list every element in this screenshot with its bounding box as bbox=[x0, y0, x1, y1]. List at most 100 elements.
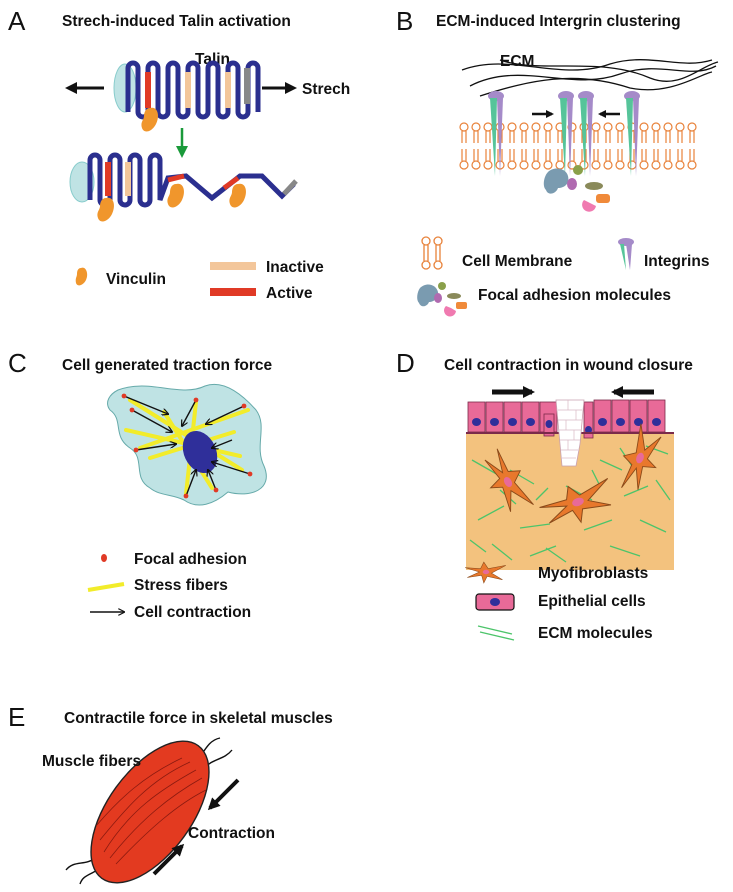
muscle-fibers-label: Muscle fibers bbox=[42, 753, 141, 770]
lipid bbox=[543, 122, 553, 170]
inactive-site bbox=[125, 162, 131, 196]
legend-epithelial: Epithelial cells bbox=[538, 593, 646, 610]
lipid bbox=[507, 122, 517, 170]
vinculin bbox=[167, 183, 184, 208]
epithelial-cell bbox=[485, 401, 504, 433]
legend-focal-adhesion: Focal adhesion bbox=[134, 551, 247, 568]
ecm-molecule bbox=[529, 545, 557, 557]
legend-vinculin: Vinculin bbox=[106, 271, 166, 288]
legend-ecm-molecules: ECM molecules bbox=[538, 625, 653, 642]
ecm-molecule bbox=[639, 519, 667, 533]
panel-a: A Strech-induced Talin activation Talin … bbox=[8, 6, 350, 302]
focal-adhesion-cluster bbox=[543, 165, 610, 212]
integrin bbox=[578, 91, 594, 176]
vinculin bbox=[141, 107, 158, 132]
ecm-label: ECM bbox=[500, 53, 534, 70]
lipid bbox=[519, 122, 529, 170]
epithelial-cell bbox=[593, 399, 612, 433]
legend-stress-swatch bbox=[87, 582, 125, 592]
lipid bbox=[603, 122, 613, 170]
panel-b-letter: B bbox=[396, 6, 413, 36]
integrins bbox=[488, 91, 640, 176]
panel-a-title: Strech-induced Talin activation bbox=[62, 13, 291, 30]
integrin bbox=[488, 91, 504, 176]
panel-d: D Cell contraction in wound closure Myo bbox=[396, 348, 693, 642]
lipid bbox=[675, 122, 685, 170]
ecm-molecule bbox=[609, 545, 641, 557]
lipid bbox=[591, 122, 601, 170]
epithelial-cell bbox=[647, 399, 666, 433]
legend-integrin-swatch bbox=[618, 238, 634, 270]
contraction-label: Contraction bbox=[188, 825, 275, 842]
panel-e-letter: E bbox=[8, 702, 25, 732]
legend-inactive: Inactive bbox=[266, 259, 324, 276]
legend-membrane: Cell Membrane bbox=[462, 253, 573, 270]
inactive-site bbox=[225, 72, 231, 108]
active-site bbox=[145, 72, 151, 108]
vinculin bbox=[229, 183, 246, 208]
lipid bbox=[615, 122, 625, 170]
myofibroblasts bbox=[484, 423, 662, 524]
legend-focal-swatch bbox=[101, 554, 107, 562]
lipid bbox=[639, 122, 649, 170]
panel-e: E Contractile force in skeletal muscles … bbox=[8, 702, 333, 885]
active-site bbox=[105, 162, 111, 196]
legend-active-swatch bbox=[210, 288, 256, 296]
talin-extended-rod bbox=[87, 152, 296, 208]
legend-membrane-swatch bbox=[421, 236, 443, 270]
panel-e-title: Contractile force in skeletal muscles bbox=[64, 710, 333, 727]
panel-c: C Cell generated traction force bbox=[8, 348, 273, 621]
lipid bbox=[651, 122, 661, 170]
legend-focal-swatch bbox=[417, 282, 467, 317]
ecm-molecule bbox=[535, 487, 549, 501]
ecm-molecule bbox=[491, 543, 513, 561]
vinculin bbox=[97, 197, 114, 222]
lipid bbox=[687, 122, 697, 170]
panel-d-title: Cell contraction in wound closure bbox=[444, 357, 693, 374]
legend-epi-nucleus bbox=[490, 598, 500, 606]
epithelial-cell bbox=[543, 413, 555, 437]
talin-tail bbox=[282, 179, 298, 196]
talin-head bbox=[113, 63, 137, 113]
lipid bbox=[663, 122, 673, 170]
focal-adhesions bbox=[121, 393, 253, 499]
panel-b: B ECM-induced Intergrin clustering ECM bbox=[396, 6, 719, 317]
panel-b-title: ECM-induced Intergrin clustering bbox=[436, 13, 681, 30]
ecm-molecule bbox=[469, 539, 487, 553]
lipid bbox=[483, 122, 493, 170]
legend-ecm-swatch bbox=[477, 625, 515, 641]
legend-cell-contraction: Cell contraction bbox=[134, 604, 251, 621]
legend-myo-swatch bbox=[465, 561, 506, 584]
lipid bbox=[471, 122, 481, 170]
active-site bbox=[222, 175, 240, 191]
epithelial-cell bbox=[467, 401, 486, 433]
contraction-arrow-down bbox=[207, 778, 240, 811]
talin-folded-rod bbox=[125, 60, 261, 120]
wound-clot bbox=[558, 400, 582, 459]
ecm-molecule bbox=[583, 519, 613, 531]
panel-d-letter: D bbox=[396, 348, 415, 378]
epithelial-cell bbox=[503, 401, 522, 433]
epithelial-cell bbox=[611, 399, 630, 433]
legend-focal: Focal adhesion molecules bbox=[478, 287, 671, 304]
ecm-molecule bbox=[545, 547, 567, 563]
myofibroblast bbox=[484, 448, 534, 512]
legend-stress-fibers: Stress fibers bbox=[134, 577, 228, 594]
contraction-arrows bbox=[123, 395, 251, 497]
talin-label: Talin bbox=[195, 51, 230, 68]
panel-c-letter: C bbox=[8, 348, 27, 378]
panel-a-letter: A bbox=[8, 6, 26, 36]
talin-tail bbox=[244, 68, 250, 104]
integrin bbox=[558, 91, 574, 176]
epithelial-cell bbox=[521, 401, 540, 433]
contraction-arrow-up bbox=[152, 843, 185, 876]
panel-c-title: Cell generated traction force bbox=[62, 357, 273, 374]
myofibroblast bbox=[621, 423, 662, 490]
ecm-molecule bbox=[655, 479, 671, 501]
ecm-molecule bbox=[477, 505, 505, 521]
legend-myofibroblasts: Myofibroblasts bbox=[538, 565, 648, 582]
muscle bbox=[90, 740, 210, 884]
legend-active: Active bbox=[266, 285, 313, 302]
integrin bbox=[624, 91, 640, 176]
